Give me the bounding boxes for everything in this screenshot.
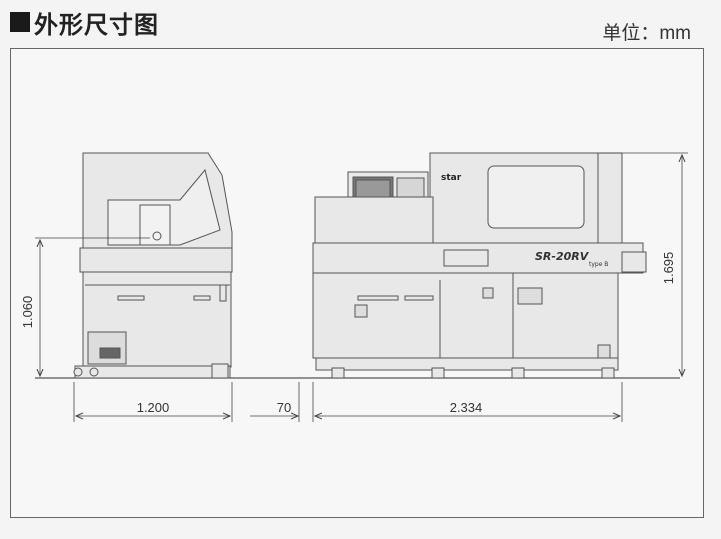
side-handle-2 <box>193 295 211 301</box>
front-width-dimension: 2.334 <box>315 382 623 422</box>
side-deck <box>79 247 233 273</box>
front-cabinet-right <box>512 272 619 359</box>
title-row: 外形尺寸图 <box>10 6 159 39</box>
side-handle-1 <box>117 295 145 301</box>
front-cabinet-left <box>312 272 514 359</box>
front-handle-2 <box>404 295 434 301</box>
front-height-dimension: 1.695 <box>600 152 688 376</box>
front-handle-1 <box>357 295 399 301</box>
front-foot-4 <box>601 367 615 379</box>
side-width-label: 1.200 <box>137 400 170 415</box>
side-view <box>73 152 233 379</box>
front-left-guard <box>314 196 434 244</box>
front-base <box>315 357 619 371</box>
side-foot-1 <box>73 367 83 377</box>
front-deck-panel <box>443 249 489 267</box>
side-latch <box>219 284 227 302</box>
front-window <box>487 165 585 229</box>
brand-logo: star <box>441 173 462 183</box>
model-name: SR-20RV <box>535 250 590 263</box>
gap-label: 70 <box>277 400 291 415</box>
front-small-panel <box>517 287 543 305</box>
front-height-label: 1.695 <box>661 252 676 285</box>
side-spindle-mark <box>152 231 162 241</box>
front-width-label: 2.334 <box>450 400 483 415</box>
side-foot-3 <box>211 363 229 379</box>
side-height-label: 1.060 <box>20 296 35 329</box>
front-switch <box>354 304 368 318</box>
front-feeder-stub <box>621 251 647 273</box>
side-width-dimension: 1.200 <box>73 382 233 422</box>
side-foot-2 <box>89 367 99 377</box>
side-connector <box>99 347 121 359</box>
title-square-icon <box>10 12 30 32</box>
model-type: type B <box>589 261 608 268</box>
front-indicator <box>482 287 494 299</box>
front-foot-2 <box>431 367 445 379</box>
front-right-cover <box>597 152 623 251</box>
unit-label: 单位：mm <box>602 23 691 44</box>
gap-dimension: 70 <box>250 382 314 422</box>
front-foot-1 <box>331 367 345 379</box>
front-view <box>312 152 647 379</box>
front-foot-3 <box>511 367 525 379</box>
side-height-dimension: 1.060 <box>20 237 150 376</box>
page-title: 外形尺寸图 <box>34 11 159 39</box>
